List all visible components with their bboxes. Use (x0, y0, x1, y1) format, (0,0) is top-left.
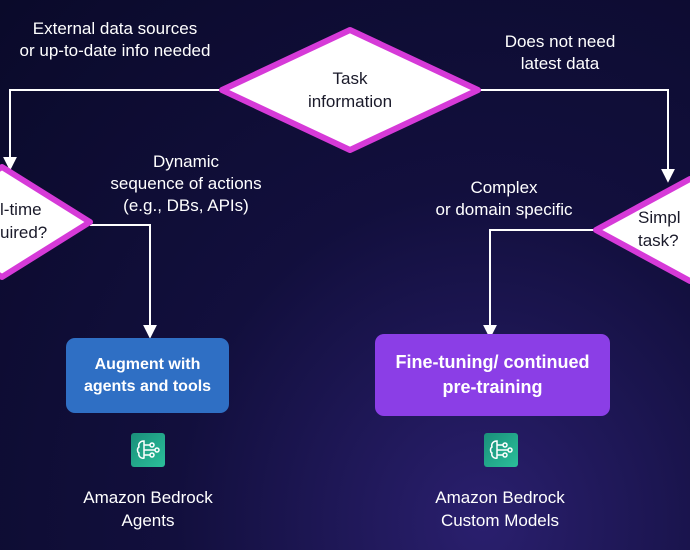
bedrock-agents-line1: Amazon Bedrock (83, 488, 213, 507)
edge-dynamic-line1: Dynamic (152, 152, 220, 171)
realtime-line2: uired? (0, 223, 48, 242)
edge-complex-line2: or domain specific (435, 200, 573, 219)
connector-complex (483, 229, 596, 339)
edge-dynamic-line2: sequence of actions (110, 174, 262, 193)
edge-external-line1: External data sources (32, 19, 198, 38)
task-information-diamond (219, 27, 481, 153)
connector-external (3, 89, 222, 171)
bedrock-agents-label: Amazon Bedrock Agents (48, 486, 248, 532)
bedrock-custom-models-label: Amazon Bedrock Custom Models (400, 486, 600, 532)
task-information-text: Task information (285, 67, 415, 113)
simple-task-text: Simpl task? (638, 206, 690, 252)
brain-circuit-glyph (136, 440, 160, 459)
brain-circuit-glyph (489, 440, 513, 459)
fine-tuning-label: Fine-tuning/ continued pre-training (395, 352, 590, 397)
edge-label-complex: Complex or domain specific (414, 177, 594, 221)
simple-line2: task? (638, 231, 679, 250)
bedrock-agents-line2: Agents (121, 511, 175, 530)
realtime-required-text: l-time uired? (0, 198, 60, 244)
simple-line1: Simpl (638, 208, 681, 227)
edge-label-external: External data sources or up-to-date info… (0, 18, 230, 62)
simple-task-diamond (593, 176, 690, 284)
edge-no-latest-line1: Does not need (504, 32, 616, 51)
realtime-required-diamond (0, 164, 93, 280)
edge-no-latest-line2: latest data (520, 54, 600, 73)
bedrock-custom-models-line2: Custom Models (440, 511, 560, 530)
augment-agents-tools-box: Augment with agents and tools (66, 338, 229, 413)
bedrock-custom-models-line1: Amazon Bedrock (435, 488, 565, 507)
edge-label-no-latest: Does not need latest data (480, 31, 640, 75)
edge-label-dynamic: Dynamic sequence of actions (e.g., DBs, … (96, 151, 276, 217)
connector-no-latest (478, 89, 675, 183)
edge-complex-line1: Complex (470, 178, 538, 197)
edge-external-line2: or up-to-date info needed (19, 41, 211, 60)
task-information-line1: Task (332, 69, 368, 88)
brain-circuit-icon (131, 433, 165, 467)
connector-dynamic (90, 224, 157, 339)
brain-circuit-icon (484, 433, 518, 467)
fine-tuning-box: Fine-tuning/ continued pre-training (375, 334, 610, 416)
augment-agents-tools-label: Augment with agents and tools (83, 355, 212, 395)
task-information-line2: information (307, 92, 393, 111)
realtime-line1: l-time (0, 200, 42, 219)
edge-dynamic-line3: (e.g., DBs, APIs) (123, 196, 249, 215)
